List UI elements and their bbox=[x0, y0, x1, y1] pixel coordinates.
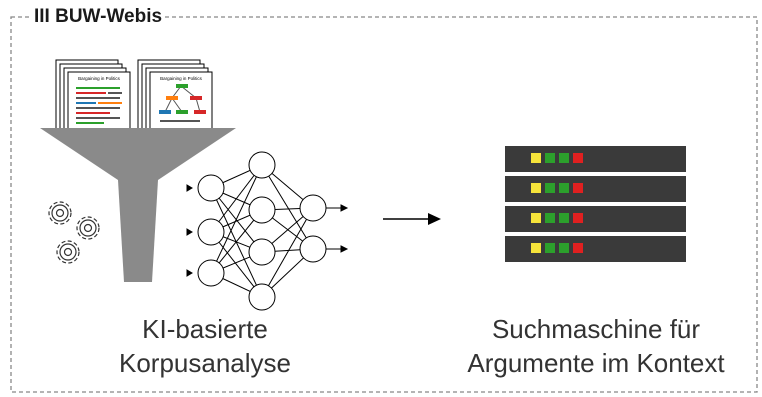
caption-search-engine: Suchmaschine für Argumente im Kontext bbox=[430, 312, 762, 380]
gears-icon bbox=[48, 201, 100, 264]
nn-node bbox=[299, 235, 327, 263]
input-arrow-3 bbox=[186, 269, 193, 277]
server-status-led bbox=[573, 183, 583, 193]
server-status-led bbox=[531, 153, 541, 163]
server-status-led bbox=[531, 183, 541, 193]
nn-node bbox=[299, 194, 327, 222]
caption-corpus-analysis: KI-basierte Korpusanalyse bbox=[70, 312, 340, 380]
flow-arrow-icon bbox=[383, 213, 441, 225]
neural-network-icon bbox=[186, 151, 349, 311]
nn-node bbox=[197, 174, 225, 202]
nn-node bbox=[248, 238, 276, 266]
nn-node bbox=[248, 283, 276, 311]
caption-left-line1: KI-basierte bbox=[142, 314, 268, 344]
server-status-led bbox=[531, 213, 541, 223]
caption-right-line2: Argumente im Kontext bbox=[467, 348, 725, 378]
nn-node bbox=[248, 151, 276, 179]
server-status-led bbox=[545, 213, 555, 223]
output-arrow-2 bbox=[340, 245, 349, 253]
output-arrow-1 bbox=[340, 204, 349, 212]
server-status-led bbox=[559, 183, 569, 193]
nn-node bbox=[197, 218, 225, 246]
nn-node bbox=[248, 196, 276, 224]
funnel-icon bbox=[40, 128, 236, 282]
dashed-border bbox=[10, 16, 758, 393]
caption-left-line2: Korpusanalyse bbox=[119, 348, 291, 378]
doc-title-1: Bargaining in Politics bbox=[78, 76, 121, 81]
nn-node bbox=[197, 259, 225, 287]
nn-edges bbox=[210, 164, 314, 298]
server-status-led bbox=[573, 213, 583, 223]
server-status-led bbox=[545, 183, 555, 193]
input-arrow-1 bbox=[186, 184, 193, 192]
document-stack-graph: Bargaining in Politics bbox=[137, 59, 213, 143]
server-status-led bbox=[545, 243, 555, 253]
server-rack-icon bbox=[505, 146, 686, 262]
doc-title-2: Bargaining in Politics bbox=[160, 76, 203, 81]
page-title: III BUW-Webis bbox=[32, 6, 165, 28]
server-status-led bbox=[531, 243, 541, 253]
caption-right-line1: Suchmaschine für bbox=[491, 314, 701, 344]
server-status-led bbox=[559, 153, 569, 163]
server-status-led bbox=[559, 243, 569, 253]
server-status-led bbox=[559, 213, 569, 223]
server-status-led bbox=[573, 243, 583, 253]
server-status-led bbox=[573, 153, 583, 163]
document-stack-text: Bargaining in Politics bbox=[55, 59, 131, 143]
input-arrow-2 bbox=[186, 228, 193, 236]
server-status-led bbox=[545, 153, 555, 163]
